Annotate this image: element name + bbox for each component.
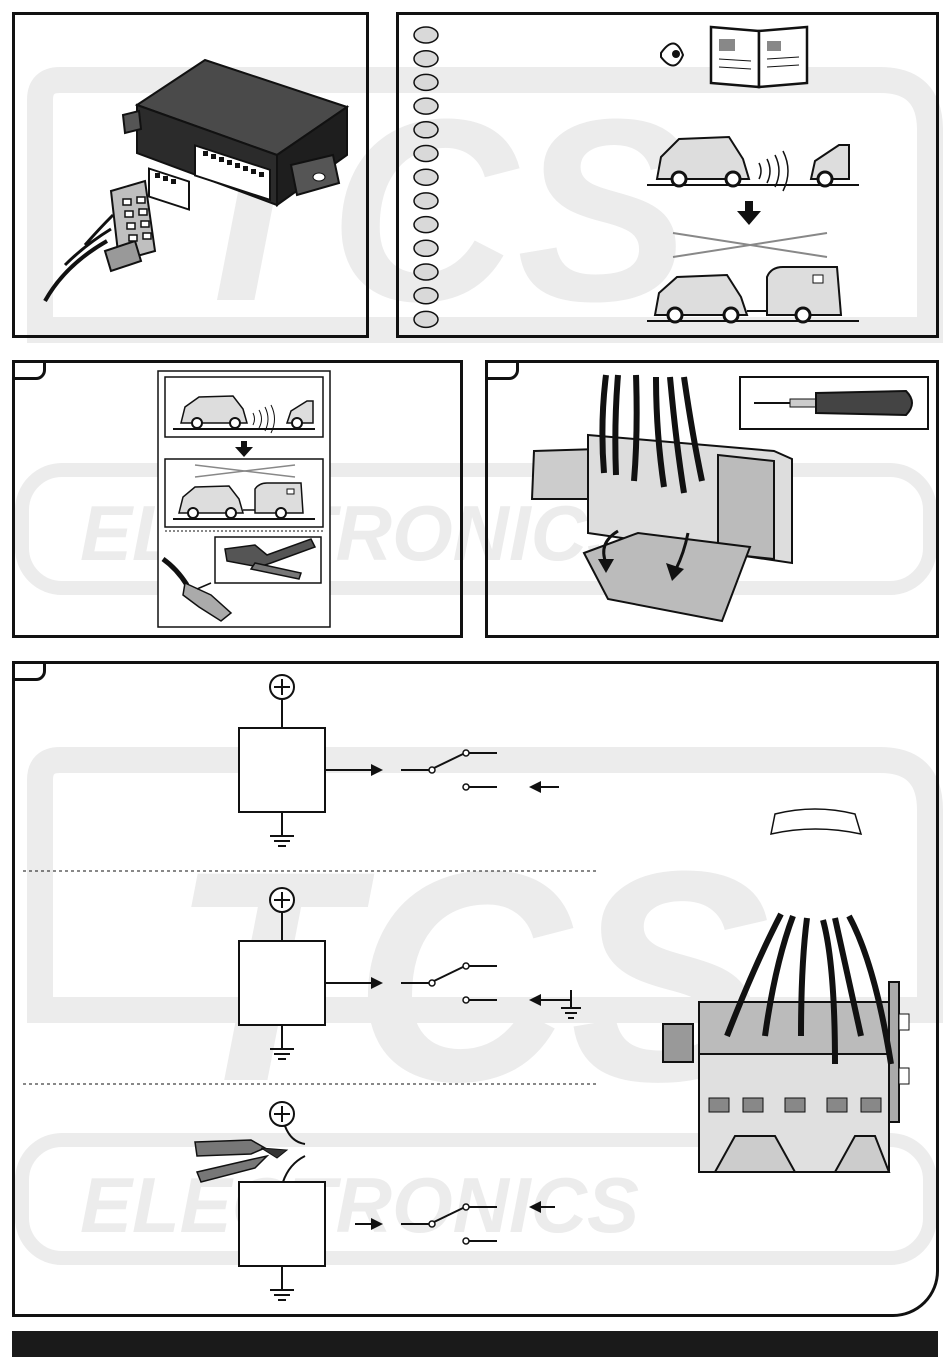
control-module-illustration xyxy=(15,15,366,335)
panel-module xyxy=(12,12,369,338)
wiring-diagram-3 xyxy=(195,1102,555,1300)
wiring-diagrams xyxy=(15,664,936,1314)
footer-bar xyxy=(12,1331,938,1357)
checklist-oval xyxy=(414,311,438,327)
checklist-oval xyxy=(414,240,438,256)
panel-checklist xyxy=(396,12,939,338)
checklist-oval xyxy=(414,98,438,114)
wiring-diagram-1 xyxy=(239,675,559,846)
checklist-oval xyxy=(414,264,438,280)
panel-connector-release xyxy=(485,360,939,638)
manual-book-icon xyxy=(711,27,807,87)
connector-release-illustration xyxy=(488,363,936,635)
checklist-oval xyxy=(414,288,438,304)
checklist-oval xyxy=(414,169,438,185)
car-parking-sensor-icon xyxy=(647,137,859,191)
down-arrow-icon xyxy=(737,201,761,225)
step-tab xyxy=(12,360,46,380)
checklist-oval xyxy=(414,193,438,209)
checklist-oval xyxy=(414,146,438,162)
checklist-oval xyxy=(414,51,438,67)
checklist-illustration xyxy=(399,15,936,335)
control-module xyxy=(123,60,347,210)
panel-wiring xyxy=(12,661,939,1317)
panel-sensor-check xyxy=(12,360,463,638)
wiring-connector xyxy=(45,181,155,301)
eye-icon xyxy=(661,43,683,65)
checklist-oval xyxy=(414,217,438,233)
ground-icon xyxy=(561,990,581,1018)
checklist-oval xyxy=(414,27,438,43)
checklist-oval xyxy=(414,74,438,90)
sensor-check-illustration xyxy=(15,363,460,635)
car-with-caravan-icon xyxy=(647,233,859,322)
relay-connector-icon xyxy=(663,809,909,1172)
wire-cutter-icon xyxy=(195,1140,287,1182)
wiring-diagram-2 xyxy=(239,888,581,1059)
checklist-oval xyxy=(414,122,438,138)
step-tab xyxy=(12,661,46,681)
checklist-ovals xyxy=(414,27,438,327)
step-tab xyxy=(485,360,519,380)
